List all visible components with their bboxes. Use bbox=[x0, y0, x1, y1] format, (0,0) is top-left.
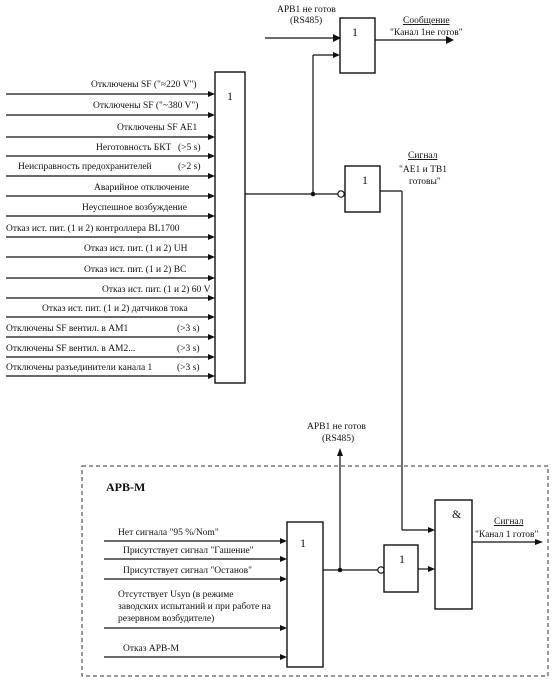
arrow-icon bbox=[446, 36, 454, 44]
junction-dot bbox=[337, 567, 343, 573]
arrow-icon bbox=[208, 254, 215, 260]
input-label: Отключены разъединители канала 1 bbox=[6, 363, 153, 373]
arv-input-label: Присутствует сигнал "Останов" bbox=[123, 566, 252, 576]
inverter-bubble bbox=[337, 190, 345, 198]
arrow-icon bbox=[280, 654, 287, 660]
or-gate-ae bbox=[344, 165, 381, 213]
input-label: Отключены SF АЕ1 bbox=[117, 123, 198, 133]
top-status-sub: (RS485) bbox=[290, 15, 322, 26]
arrow-icon bbox=[208, 112, 215, 118]
signal-final-title: Сигнал bbox=[494, 517, 524, 527]
message-title: Сообщение bbox=[403, 15, 450, 26]
or-gate-main-symbol: 1 bbox=[227, 89, 233, 103]
arv-input-label: Отсутствует Usyn (в режиме bbox=[118, 589, 233, 600]
arrow-icon bbox=[208, 275, 215, 281]
input-label: Отключены SF вентил. в АМ2... bbox=[6, 344, 135, 354]
signal-ae-line2: готовы" bbox=[409, 177, 441, 187]
delay-label: (>3 s) bbox=[177, 362, 200, 373]
arrow-icon bbox=[208, 295, 215, 301]
or-gate-arv bbox=[286, 521, 324, 668]
arrow-icon bbox=[208, 173, 215, 179]
arv-input-list: Нет сигнала "95 %/Nom" Присутствует сигн… bbox=[104, 528, 287, 660]
mid-status-label: АРВ1 не готов bbox=[307, 422, 366, 432]
signal-final-text: "Канал 1 готов" bbox=[475, 530, 538, 540]
arv-input-label: Отказ АРВ-М bbox=[123, 644, 179, 654]
arrow-icon bbox=[428, 527, 435, 533]
signal-ae-title: Сигнал bbox=[408, 151, 438, 161]
arv-input-label: Присутствует сигнал "Гашение" bbox=[123, 546, 254, 556]
delay-label: (>5 s) bbox=[178, 142, 201, 153]
arrow-icon bbox=[208, 234, 215, 240]
or-gate-not-arv bbox=[383, 544, 419, 593]
input-label: Отказ ист. пит. (1 и 2) BC bbox=[84, 264, 186, 275]
and-gate-final bbox=[434, 499, 473, 610]
arrow-icon bbox=[208, 314, 215, 320]
input-label: Отключены SF ("~380 V") bbox=[93, 100, 198, 111]
arv-m-frame bbox=[81, 465, 549, 677]
input-label: Отключены SF ("≈220 V") bbox=[91, 79, 197, 90]
arrow-icon bbox=[208, 134, 215, 140]
input-label: Неготовность БКТ bbox=[96, 143, 172, 153]
input-label: Отключены SF вентил. в АМ1 bbox=[6, 324, 129, 334]
input-label: Отказ ист. пит. (1 и 2) контроллера BL17… bbox=[6, 223, 180, 234]
or-gate-not-arv-symbol: 1 bbox=[399, 552, 405, 566]
arrow-icon bbox=[208, 334, 215, 340]
arrow-icon bbox=[280, 625, 287, 631]
input-label: Неуспешное возбуждение bbox=[82, 202, 187, 213]
arrow-icon bbox=[208, 153, 215, 159]
input-label: Неисправность предохранителей bbox=[18, 161, 152, 172]
arrow-icon bbox=[337, 448, 343, 456]
arrow-icon bbox=[208, 373, 215, 379]
arrow-icon bbox=[208, 91, 215, 97]
arv-input-label: Нет сигнала "95 %/Nom" bbox=[118, 528, 219, 538]
and-gate-final-symbol: & bbox=[452, 507, 462, 521]
delay-label: (>3 s) bbox=[177, 343, 200, 354]
input-label: Отказ ист. пит. (1 и 2) UH bbox=[84, 243, 188, 254]
arv-input-label: резервном возбудителе) bbox=[118, 613, 214, 624]
message-text: "Канал 1не готов" bbox=[390, 28, 463, 38]
or-gate-arv-symbol: 1 bbox=[300, 536, 306, 550]
input-label: Аварийное отключение bbox=[94, 182, 189, 193]
arv-input-label: заводских испытаний и при работе на bbox=[118, 601, 272, 612]
or-gate-main bbox=[214, 71, 246, 384]
signal-ae-line1: "АЕ1 и ТВ1 bbox=[399, 165, 447, 175]
top-status-label: АРВ1 не готов bbox=[277, 5, 336, 15]
arv-m-title: АРВ-М bbox=[106, 480, 145, 494]
arrow-icon bbox=[208, 213, 215, 219]
delay-label: (>3 s) bbox=[177, 323, 200, 334]
arrow-icon bbox=[333, 34, 341, 42]
mid-status-sub: (RS485) bbox=[322, 433, 354, 444]
arrow-icon bbox=[280, 556, 287, 562]
arrow-icon bbox=[535, 539, 543, 545]
or-gate-top bbox=[339, 17, 376, 74]
inverter-bubble bbox=[377, 566, 385, 574]
delay-label: (>2 s) bbox=[178, 161, 201, 172]
arrow-icon bbox=[428, 566, 435, 572]
arrow-icon bbox=[208, 354, 215, 360]
input-list: Отключены SF ("≈220 V") Отключены SF ("~… bbox=[6, 79, 215, 379]
arrow-icon bbox=[280, 576, 287, 582]
arrow-icon bbox=[333, 52, 340, 58]
arrow-icon bbox=[280, 538, 287, 544]
arrow-icon bbox=[208, 193, 215, 199]
or-gate-ae-symbol: 1 bbox=[362, 173, 368, 187]
input-label: Отказ ист. пит. (1 и 2) датчиков тока bbox=[42, 303, 189, 314]
input-label: Отказ ист. пит. (1 и 2) 60 V bbox=[102, 284, 211, 295]
or-gate-top-symbol: 1 bbox=[352, 25, 358, 39]
